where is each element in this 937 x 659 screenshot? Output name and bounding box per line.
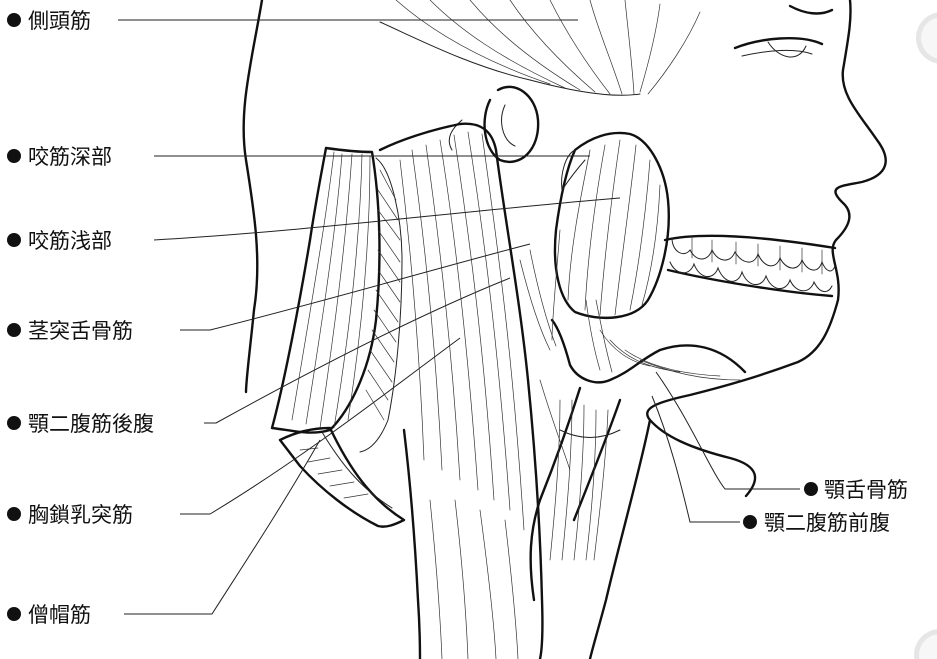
- label-trapezius: 僧帽筋: [7, 603, 91, 627]
- label-temporalis-text: 側頭筋: [28, 9, 91, 33]
- leader-stylohyoid: [180, 244, 530, 330]
- label-trapezius-text: 僧帽筋: [28, 603, 91, 627]
- label-mylohyoid: 顎舌骨筋: [804, 478, 908, 502]
- hyoid-region: [520, 230, 745, 600]
- eye: [735, 38, 822, 57]
- label-masseter-superficial-text: 咬筋浅部: [28, 229, 112, 253]
- left-labels: 側頭筋 咬筋深部 咬筋浅部 茎突舌骨筋 顎二腹筋後腹 胸鎖乳突筋 僧帽筋: [7, 9, 154, 627]
- binder-hole-bottom: [914, 629, 937, 659]
- label-stylohyoid-text: 茎突舌骨筋: [28, 319, 133, 343]
- teeth: [665, 236, 835, 296]
- leader-trapezius: [124, 440, 320, 614]
- label-digastric-anterior: 顎二腹筋前腹: [743, 511, 890, 535]
- masseter-muscle: [555, 133, 669, 318]
- label-digastric-posterior: 顎二腹筋後腹: [7, 412, 154, 436]
- label-sternocleidomastoid: 胸鎖乳突筋: [7, 503, 133, 527]
- label-sternocleidomastoid-text: 胸鎖乳突筋: [28, 503, 133, 527]
- temporalis-muscle: [380, 0, 700, 95]
- label-temporalis: 側頭筋: [7, 9, 91, 33]
- face-profile-outline: [590, 0, 886, 659]
- label-masseter-deep: 咬筋深部: [7, 145, 112, 169]
- label-digastric-anterior-text: 顎二腹筋前腹: [764, 511, 890, 535]
- strap-muscles: [550, 400, 620, 560]
- leader-masseter-superficial: [154, 198, 620, 240]
- leader-digastric-anterior: [652, 396, 740, 522]
- label-masseter-superficial: 咬筋浅部: [7, 229, 112, 253]
- leader-lines: [118, 20, 800, 614]
- label-mylohyoid-text: 顎舌骨筋: [824, 478, 908, 502]
- label-masseter-deep-text: 咬筋深部: [28, 145, 112, 169]
- anatomy-drawing: [244, 0, 886, 659]
- binder-hole-top: [916, 12, 937, 64]
- label-digastric-posterior-text: 顎二腹筋後腹: [28, 412, 154, 436]
- right-labels: 顎舌骨筋 顎二腹筋前腹: [743, 478, 908, 535]
- trapezius-muscle: [272, 148, 379, 433]
- sternocleidomastoid-muscle: [380, 124, 542, 659]
- eyebrow: [790, 6, 832, 13]
- label-stylohyoid: 茎突舌骨筋: [7, 319, 133, 343]
- head-back-outline: [244, 0, 262, 392]
